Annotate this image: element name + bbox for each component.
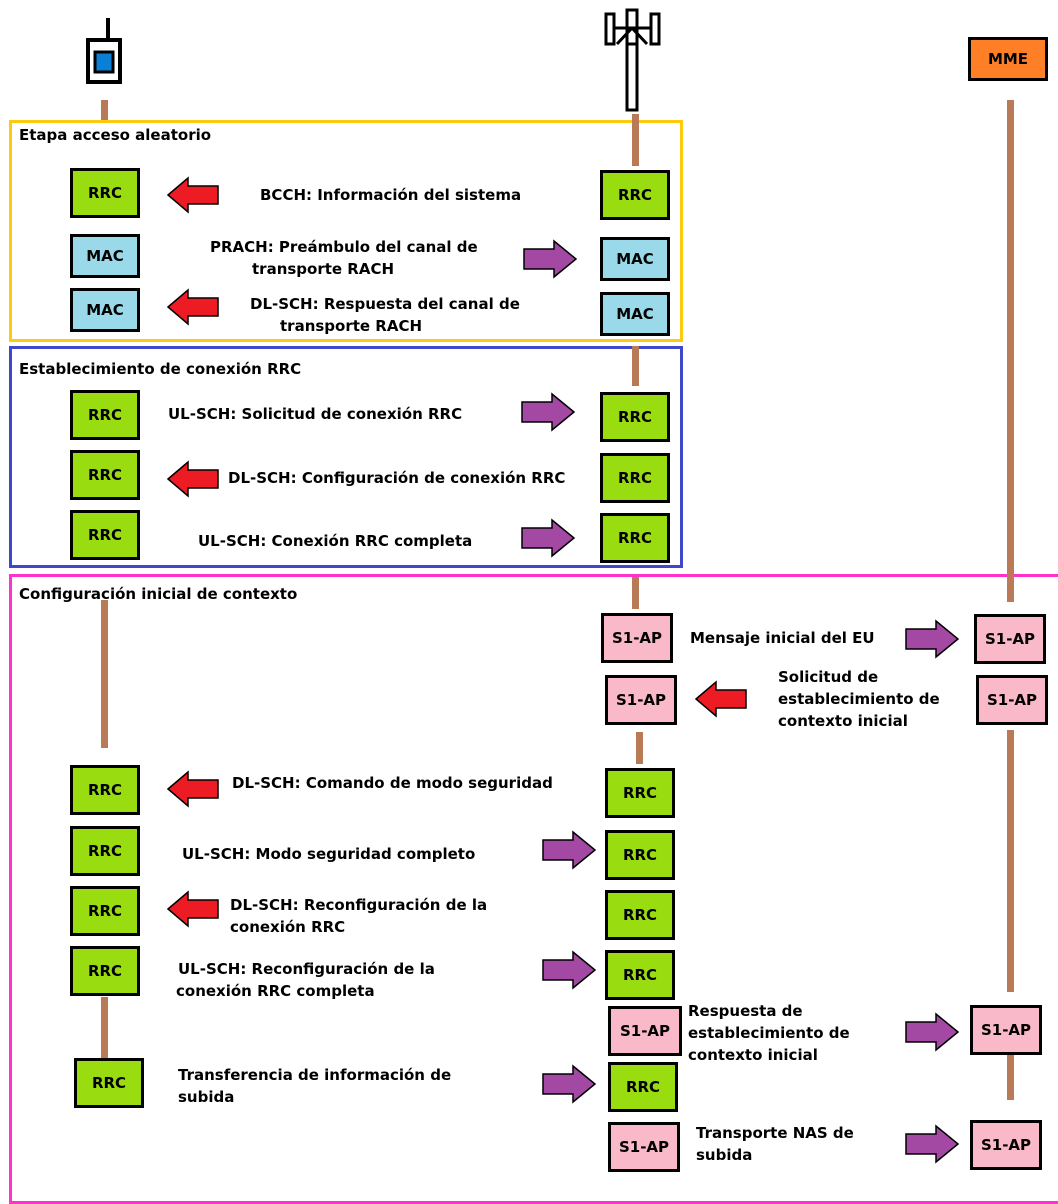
downlink-arrow-icon <box>166 176 219 214</box>
message-ulsch-complete: UL-SCH: Conexión RRC completa <box>198 532 473 550</box>
uplink-arrow-icon <box>542 1064 597 1104</box>
message-initial-ue: Mensaje inicial del EU <box>690 629 875 647</box>
enb-rrc-box: RRC <box>605 890 675 940</box>
enb-s1ap-box: S1-AP <box>608 1006 682 1056</box>
mme-s1ap-box: S1-AP <box>970 1120 1042 1170</box>
ue-lifeline <box>101 100 108 120</box>
message-context-response: Respuesta de establecimiento de contexto… <box>688 1000 850 1066</box>
mme-s1ap-box: S1-AP <box>974 614 1046 664</box>
antenna-tower-icon <box>604 8 661 112</box>
message-context-response-line: Respuesta de <box>688 1002 803 1020</box>
uplink-arrow-icon <box>523 239 578 279</box>
downlink-arrow-icon <box>166 460 219 498</box>
enb-lifeline <box>636 732 643 764</box>
message-dlsch-response: DL-SCH: Respuesta del canal de transport… <box>250 293 520 337</box>
enb-lifeline <box>632 114 639 166</box>
message-dlsch-config: DL-SCH: Configuración de conexión RRC <box>228 469 566 487</box>
uplink-arrow-icon <box>521 392 576 432</box>
enb-rrc-box: RRC <box>600 392 670 442</box>
message-prach-line: transporte RACH <box>252 260 395 278</box>
message-nas-transport: Transporte NAS de subida <box>696 1122 854 1166</box>
message-nas-transport-line: subida <box>696 1146 753 1164</box>
message-security-complete: UL-SCH: Modo seguridad completo <box>182 845 476 863</box>
frame-random-access <box>9 120 683 342</box>
enb-rrc-box: RRC <box>605 830 675 880</box>
message-dlsch-response-line: transporte RACH <box>280 317 423 335</box>
section-title-rrc-connection: Establecimiento de conexión RRC <box>19 360 302 378</box>
ue-rrc-box: RRC <box>70 390 140 440</box>
message-ulsch-request: UL-SCH: Solicitud de conexión RRC <box>168 405 463 423</box>
message-uplink-information-line: subida <box>178 1088 235 1106</box>
message-context-request-line: contexto inicial <box>778 712 908 730</box>
message-context-request-line: establecimiento de <box>778 690 940 708</box>
downlink-arrow-icon <box>166 770 219 808</box>
uplink-arrow-icon <box>542 950 597 990</box>
message-bcch: BCCH: Información del sistema <box>260 186 522 204</box>
mme-lifeline <box>1007 730 1014 992</box>
message-reconfiguration-complete-line: UL-SCH: Reconfiguración de la <box>178 960 435 978</box>
enb-lifeline <box>632 577 639 609</box>
message-uplink-information-line: Transferencia de información de <box>178 1066 452 1084</box>
section-title-random-access: Etapa acceso aleatorio <box>19 126 212 144</box>
message-prach: PRACH: Preámbulo del canal de transporte… <box>210 236 478 280</box>
downlink-arrow-icon <box>166 890 219 928</box>
message-reconfiguration-complete-line: conexión RRC completa <box>176 982 375 1000</box>
message-context-response-line: contexto inicial <box>688 1046 818 1064</box>
ue-rrc-box: RRC <box>70 168 140 218</box>
enb-mac-box: MAC <box>600 292 670 336</box>
ue-rrc-box: RRC <box>70 450 140 500</box>
downlink-arrow-icon <box>694 680 747 718</box>
uplink-arrow-icon <box>905 619 960 659</box>
mme-lifeline <box>1007 100 1014 602</box>
section-title-context-setup: Configuración inicial de contexto <box>19 585 298 603</box>
enb-rrc-box: RRC <box>605 950 675 1000</box>
ue-rrc-box: RRC <box>70 886 140 936</box>
ue-mac-box: MAC <box>70 234 140 278</box>
message-context-request: Solicitud de establecimiento de contexto… <box>778 666 940 732</box>
enb-rrc-box: RRC <box>600 453 670 503</box>
uplink-arrow-icon <box>521 518 576 558</box>
enb-lifeline <box>632 346 639 386</box>
message-reconfiguration-line: conexión RRC <box>230 918 346 936</box>
enb-rrc-box: RRC <box>600 170 670 220</box>
mobile-phone-icon <box>86 18 122 84</box>
uplink-arrow-icon <box>542 830 597 870</box>
message-reconfiguration: DL-SCH: Reconfiguración de la conexión R… <box>230 894 487 938</box>
message-security-command: DL-SCH: Comando de modo seguridad <box>232 774 553 792</box>
ue-rrc-box: RRC <box>70 765 140 815</box>
mme-s1ap-box: S1-AP <box>976 675 1048 725</box>
message-reconfiguration-line: DL-SCH: Reconfiguración de la <box>230 896 488 914</box>
message-dlsch-response-line: DL-SCH: Respuesta del canal de <box>250 295 520 313</box>
message-uplink-information: Transferencia de información de subida <box>178 1064 451 1108</box>
ue-rrc-box: RRC <box>70 946 140 996</box>
enb-s1ap-box: S1-AP <box>601 613 673 663</box>
message-nas-transport-line: Transporte NAS de <box>696 1124 854 1142</box>
mme-node: MME <box>968 37 1048 81</box>
frame-rrc-connection <box>9 346 683 568</box>
uplink-arrow-icon <box>905 1124 960 1164</box>
ue-mac-box: MAC <box>70 288 140 332</box>
enb-s1ap-box: S1-AP <box>605 675 677 725</box>
downlink-arrow-icon <box>166 288 219 326</box>
ue-rrc-box: RRC <box>70 510 140 560</box>
enb-s1ap-box: S1-AP <box>608 1122 680 1172</box>
message-reconfiguration-complete: UL-SCH: Reconfiguración de la conexión R… <box>176 958 435 1002</box>
enb-rrc-box: RRC <box>600 513 670 563</box>
ue-rrc-box: RRC <box>70 826 140 876</box>
enb-rrc-box: RRC <box>608 1062 678 1112</box>
enb-mac-box: MAC <box>600 237 670 281</box>
uplink-arrow-icon <box>905 1012 960 1052</box>
enb-rrc-box: RRC <box>605 768 675 818</box>
message-context-response-line: establecimiento de <box>688 1024 850 1042</box>
mme-s1ap-box: S1-AP <box>970 1005 1042 1055</box>
mme-lifeline <box>1007 1052 1014 1100</box>
message-context-request-line: Solicitud de <box>778 668 879 686</box>
ue-lifeline <box>101 600 108 748</box>
ue-lifeline <box>101 997 108 1059</box>
ue-rrc-box: RRC <box>74 1058 144 1108</box>
message-prach-line: PRACH: Preámbulo del canal de <box>210 238 478 256</box>
